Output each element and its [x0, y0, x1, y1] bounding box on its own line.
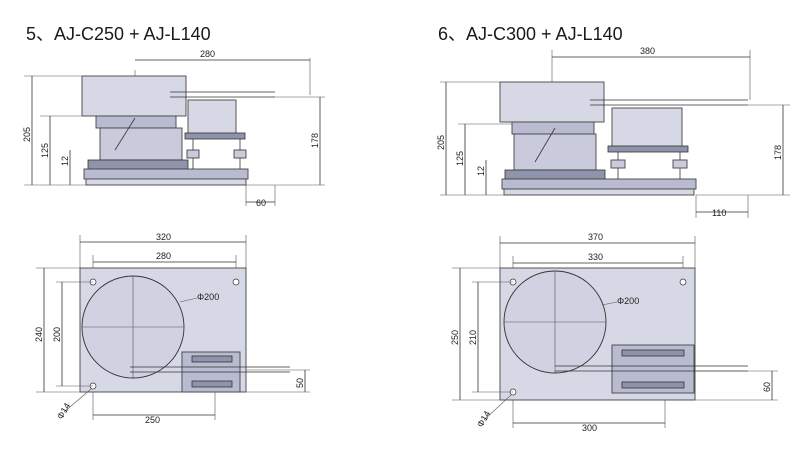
base-plate-lower	[85, 178, 247, 186]
mold-lower-plate	[87, 159, 189, 170]
dim-left-hole: Φ14	[55, 401, 72, 421]
dim-left-height-mid: 125	[40, 143, 50, 158]
dim-left-height-total: 205	[22, 127, 32, 142]
dim-right-height-base: 12	[476, 166, 486, 176]
right-loader-foot-left	[610, 159, 626, 169]
dim-left-height-base: 12	[60, 156, 70, 166]
dim-right-top-bottom-width: 300	[582, 423, 597, 433]
right-base-plate-lower	[503, 188, 695, 196]
dim-right-hole: Φ14	[475, 409, 492, 429]
left-side-view: 280 205 125 12 178 6	[22, 49, 325, 208]
loader-head	[187, 99, 237, 136]
dim-right-height-right: 178	[773, 145, 783, 160]
right-mold-mid-plate	[511, 121, 595, 135]
dim-left-circle: Φ200	[197, 292, 219, 302]
left-hole-tr	[232, 278, 240, 286]
dim-left-top-inner-width: 280	[156, 251, 171, 261]
right-loader-foot-right	[672, 159, 688, 169]
dim-right-circle: Φ200	[617, 296, 639, 306]
dim-right-side-width: 380	[640, 46, 655, 56]
right-mold-lower-plate	[504, 169, 606, 180]
right-loader-rail	[621, 349, 685, 357]
loader-foot-left	[186, 149, 200, 159]
right-mold-top-block	[499, 81, 605, 123]
title-right: 6、AJ-C300 + AJ-L140	[438, 24, 623, 44]
right-hole-tr	[679, 278, 687, 286]
dim-left-side-width: 280	[200, 49, 215, 59]
left-loader-rail	[191, 355, 233, 363]
dim-right-top-outer-width: 370	[588, 232, 603, 242]
dim-left-top-outer-width: 320	[156, 232, 171, 242]
dim-left-height-right: 178	[310, 133, 320, 148]
dim-right-height-total: 205	[436, 135, 446, 150]
dim-right-height-mid: 125	[455, 151, 465, 166]
dim-right-top-small: 60	[762, 382, 772, 392]
left-loader-rail-2	[191, 380, 233, 388]
left-top-view: 320 280 Φ200 240 200 50 Φ14	[34, 232, 310, 425]
right-side-view: 380 205 125 12 178 110	[436, 46, 790, 218]
base-plate	[83, 168, 249, 180]
mold-mid-plate	[95, 115, 177, 129]
dim-left-top-inner-height: 200	[52, 327, 62, 342]
title-left: 5、AJ-C250 + AJ-L140	[26, 24, 211, 44]
dim-left-top-small: 50	[295, 378, 305, 388]
loader-foot-right	[233, 149, 247, 159]
mold-top-block	[81, 75, 187, 117]
dim-right-offset: 110	[712, 208, 726, 218]
dim-right-top-inner-height: 210	[468, 330, 478, 345]
right-top-view: 370 330 Φ200 250 210 60 Φ14	[450, 232, 778, 433]
right-loader-rail-2	[621, 381, 685, 389]
mold-body	[99, 127, 183, 161]
right-base-plate	[501, 178, 697, 190]
dim-left-top-bottom-width: 250	[145, 415, 160, 425]
right-mold-body	[513, 133, 597, 171]
dim-right-top-inner-width: 330	[588, 252, 603, 262]
right-loader-head	[611, 107, 683, 149]
loader-plate	[184, 132, 246, 140]
dim-left-top-outer-height: 240	[34, 327, 44, 342]
dim-left-offset: 60	[256, 198, 266, 208]
right-loader-plate	[607, 145, 689, 153]
dim-right-top-outer-height: 250	[450, 330, 460, 345]
